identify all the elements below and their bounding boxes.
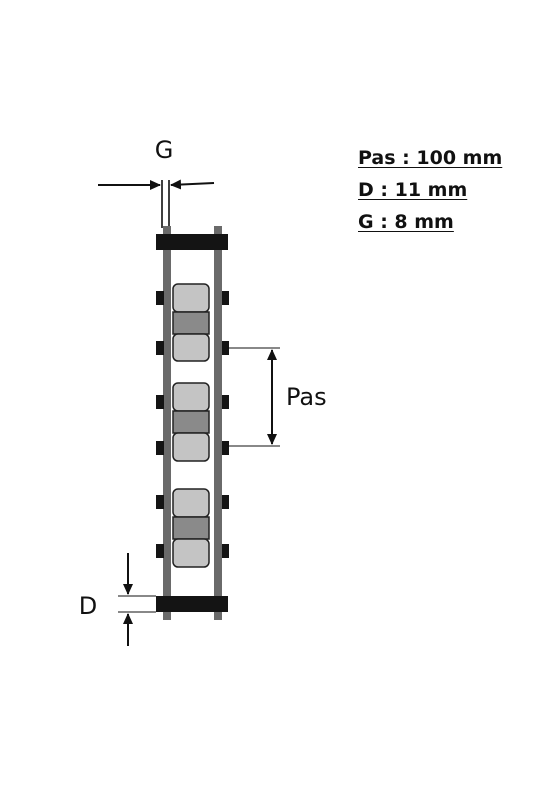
- gap-label: G: [155, 136, 174, 164]
- diameter-label: D: [79, 592, 97, 620]
- pitch-label: Pas: [286, 383, 327, 411]
- spec-diameter: D : 11 mm: [358, 179, 468, 201]
- pin-stubs: [156, 291, 229, 558]
- roller-chain: [156, 226, 229, 620]
- specifications: Pas : 100 mm D : 11 mm G : 8 mm: [358, 142, 502, 238]
- roller-pair: [172, 283, 210, 362]
- inner-plate-left: [163, 226, 171, 620]
- spec-pitch: Pas : 100 mm: [358, 147, 503, 169]
- pitch-dimension: [227, 347, 280, 447]
- end-pin-top: [156, 234, 228, 250]
- gap-dimension: [98, 179, 215, 228]
- roller-pair: [172, 382, 210, 462]
- gap-arrow-right: [170, 179, 215, 190]
- diameter-dimension: [118, 553, 156, 646]
- end-pin-bottom: [156, 596, 228, 612]
- outer-plate-right: [214, 226, 222, 620]
- spec-gap: G : 8 mm: [358, 211, 454, 233]
- roller-pair: [172, 488, 210, 568]
